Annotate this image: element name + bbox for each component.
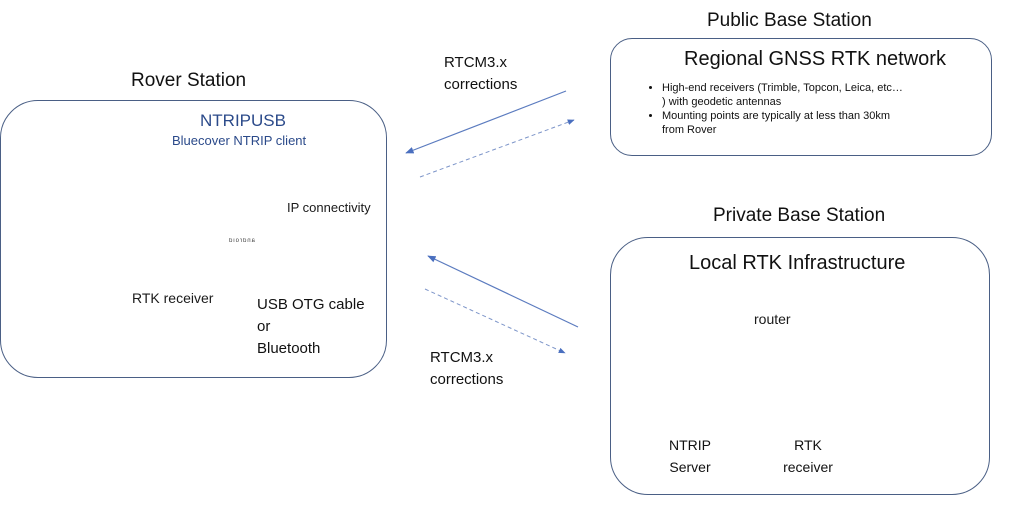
link-label-usb-otg: USB OTG cable bbox=[257, 296, 365, 313]
link-label-bluetooth: Bluetooth bbox=[257, 340, 321, 357]
bullet-item: High-end receivers (Trimble, Topcon, Lei… bbox=[662, 81, 906, 109]
private-base-box bbox=[610, 237, 990, 495]
top-corrections-line2: corrections bbox=[444, 76, 518, 93]
arrow-public-to-rover bbox=[405, 90, 567, 154]
bottom-corrections-line2: corrections bbox=[430, 371, 504, 388]
phone-android-text: android bbox=[228, 238, 256, 244]
bottom-corrections-label: RTCM3.x corrections bbox=[430, 347, 503, 391]
app-name: NTRIPUSB bbox=[200, 111, 286, 130]
rover-station-box bbox=[0, 100, 387, 378]
arrow-private-to-rover bbox=[427, 255, 579, 328]
ip-connectivity-label: IP connectivity bbox=[287, 200, 371, 215]
public-base-box bbox=[610, 38, 992, 156]
bullet-item: Mounting points are typically at less th… bbox=[662, 109, 906, 137]
bottom-corrections-line1: RTCM3.x bbox=[430, 349, 494, 366]
private-base-section-title: Private Base Station bbox=[713, 205, 886, 226]
ntrip-server-label: NTRIP Server bbox=[660, 434, 720, 478]
router-label: router bbox=[754, 311, 791, 327]
public-base-section-title: Public Base Station bbox=[707, 10, 872, 31]
private-rtk-receiver-line2: receiver bbox=[783, 459, 833, 475]
arrow-rover-to-public-dashed bbox=[419, 119, 575, 178]
private-base-box-title: Local RTK Infrastructure bbox=[689, 252, 906, 274]
top-corrections-line1: RTCM3.x bbox=[444, 54, 508, 71]
public-base-box-title: Regional GNSS RTK network bbox=[684, 48, 946, 70]
ntrip-server-line2: Server bbox=[669, 459, 711, 475]
rover-section-title: Rover Station bbox=[131, 70, 247, 91]
rover-rtk-receiver-label: RTK receiver bbox=[132, 290, 214, 306]
rover-link-label: USB OTG cable or Bluetooth bbox=[257, 294, 365, 360]
arrow-rover-to-private-dashed bbox=[424, 288, 566, 354]
link-label-or: or bbox=[257, 318, 271, 335]
ntrip-server-line1: NTRIP bbox=[669, 437, 711, 453]
private-rtk-receiver-line1: RTK bbox=[794, 437, 822, 453]
private-rtk-receiver-label: RTK receiver bbox=[773, 434, 843, 478]
app-subtitle: Bluecover NTRIP client bbox=[172, 133, 307, 148]
top-corrections-label: RTCM3.x corrections bbox=[444, 52, 517, 96]
public-base-bullets: High-end receivers (Trimble, Topcon, Lei… bbox=[644, 81, 906, 137]
